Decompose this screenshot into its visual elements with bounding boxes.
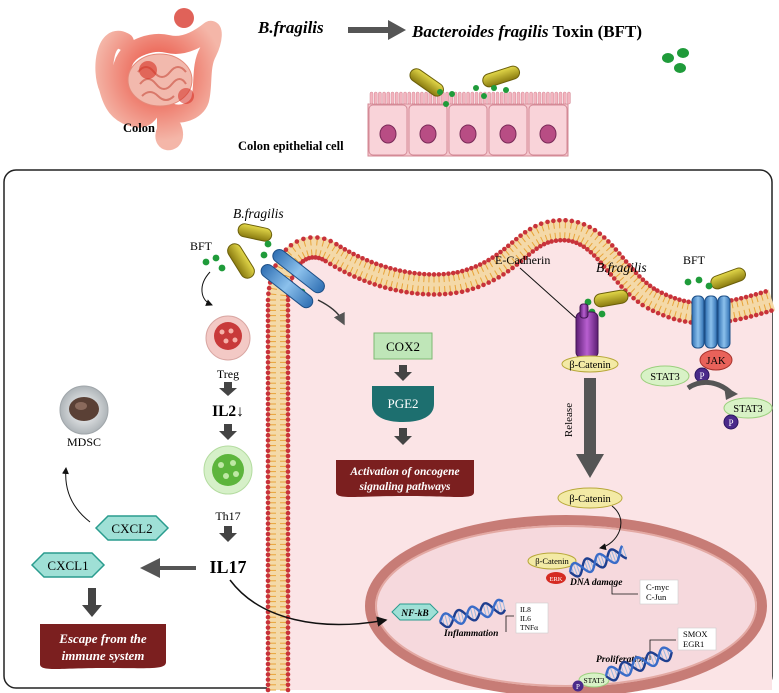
- beta-catenin-free: [557, 487, 623, 509]
- nuc-phospho: [572, 680, 584, 692]
- arrow-il17-cxcl: [140, 558, 196, 578]
- stat3-a: [640, 365, 690, 387]
- cmyc-label: C-myc: [646, 582, 669, 592]
- smox-box: [677, 627, 717, 651]
- treg-label: Treg: [217, 367, 239, 381]
- release-label: Release: [563, 403, 575, 437]
- arrow-th17-il17: [219, 526, 237, 542]
- phospho-stat3: [723, 414, 739, 430]
- epithelial-cells: [367, 65, 571, 157]
- colon-label: Colon: [123, 121, 155, 135]
- bfragilis-left-label: B.fragilis: [233, 206, 284, 221]
- beta-catenin-membrane: [561, 355, 619, 373]
- arrow-betacatenin-nucleus: [599, 505, 622, 551]
- cell-membrane: [265, 218, 776, 693]
- nuc-stat3: [578, 672, 610, 688]
- proliferation-label: Proliferation: [596, 655, 647, 665]
- nuc-stat3-label: STAT3: [583, 676, 604, 685]
- stat3-b: [723, 397, 773, 419]
- il2-label: IL2↓: [212, 403, 244, 420]
- bacteria-left: [227, 223, 273, 279]
- arrow-pge2-activation: [394, 428, 412, 445]
- arrow-cox2-pge2: [394, 365, 412, 381]
- th17-cell: [203, 445, 253, 495]
- bft-receptor-left: [260, 249, 325, 309]
- toxin-italic: Bacteroides fragilis: [411, 22, 549, 41]
- arrow-il17-nfkb: [229, 579, 388, 627]
- bft-right-label: BFT: [683, 253, 706, 267]
- jak-label: JAK: [706, 356, 726, 367]
- top-arrow: [348, 20, 406, 40]
- escape-line2: immune system: [62, 648, 145, 663]
- bfragilis-top-label: B.fragilis: [257, 18, 324, 37]
- bft-dots-right: [684, 276, 713, 290]
- bft-toxin-dots: [662, 48, 689, 73]
- erk-shape: [546, 572, 566, 584]
- jak-receptor: [691, 295, 731, 349]
- cxcl2-label: CXCL2: [111, 521, 152, 536]
- activation-line1: Activation of oncogene: [349, 466, 459, 478]
- cxcl1-label: CXCL1: [47, 558, 88, 573]
- il8-label: IL8: [520, 605, 531, 614]
- escape-line1: Escape from the: [58, 631, 147, 646]
- phospho-stat3-label: P: [728, 418, 733, 428]
- bft-left-label: BFT: [190, 239, 213, 253]
- arrow-cxcl-mdsc: [61, 467, 91, 523]
- ecadherin-receptor: [575, 303, 599, 359]
- stat3-a-label: STAT3: [650, 372, 680, 383]
- toxin-title: Bacteroides fragilis Toxin (BFT): [411, 22, 642, 41]
- egr1-label: EGR1: [683, 639, 704, 649]
- cjun-label: C-Jun: [646, 592, 667, 602]
- arrow-stat3-phospho: [724, 386, 738, 400]
- nfkb-label: NF-kB: [400, 609, 428, 619]
- dna-damage-label: DNA damage: [569, 578, 623, 588]
- nuc-beta-catenin: [527, 552, 577, 570]
- dna-helix-damage: [568, 545, 628, 578]
- epithelial-label: Colon epithelial cell: [238, 139, 344, 153]
- activation-banner: [336, 460, 474, 497]
- dna-helix-proliferation: [604, 646, 673, 682]
- mdsc-label: MDSC: [67, 435, 101, 449]
- cmyc-box: [639, 579, 679, 605]
- phospho-jak-label: P: [699, 371, 704, 381]
- arrow-il2-th17: [219, 424, 237, 440]
- jak-shape: [699, 349, 733, 371]
- bacteria-mid: [593, 289, 629, 308]
- cox2-box: [373, 332, 433, 360]
- cxcl2-hexagon: [94, 515, 170, 541]
- tnfa-label: TNFα: [520, 623, 538, 632]
- stat3-b-label: STAT3: [733, 404, 763, 415]
- beta-catenin-free-label: β-Catenin: [569, 494, 611, 505]
- bfragilis-mid-label: B.fragilis: [596, 260, 647, 275]
- arrow-receptor-cox2: [317, 299, 345, 326]
- colon-illustration: [95, 8, 222, 151]
- cytokine-box: [515, 602, 549, 634]
- inflammation-label: Inflammation: [443, 629, 498, 639]
- pge2-shape: [372, 386, 434, 422]
- activation-line2: signaling pathways: [358, 481, 451, 493]
- nfkb-shape: [391, 603, 439, 621]
- escape-banner: [40, 624, 166, 669]
- release-arrow: [576, 378, 604, 478]
- il17-label: IL17: [209, 557, 246, 577]
- nucleus: [365, 515, 767, 693]
- nuc-beta-catenin-label: β-Catenin: [535, 556, 569, 566]
- nuc-phospho-label: P: [576, 683, 580, 691]
- smox-label: SMOX: [683, 629, 708, 639]
- ecadherin-label: E-Cadherin: [495, 253, 550, 267]
- cxcl1-hexagon: [30, 552, 106, 578]
- cox2-label: COX2: [386, 339, 420, 354]
- beta-catenin-membrane-label: β-Catenin: [569, 360, 611, 371]
- il6-label: IL6: [520, 614, 531, 623]
- erk-label: ERK: [550, 576, 563, 583]
- toxin-rest: Toxin (BFT): [548, 22, 642, 41]
- arrow-cxcl-escape: [82, 588, 102, 617]
- dna-helix-inflammation: [438, 598, 507, 629]
- treg-cell: [205, 315, 251, 361]
- arrow-treg-il2: [219, 382, 237, 396]
- bft-dots-left: [202, 240, 306, 296]
- mdsc-cell: [59, 385, 109, 435]
- pge2-label: PGE2: [387, 396, 418, 411]
- th17-label: Th17: [215, 509, 240, 523]
